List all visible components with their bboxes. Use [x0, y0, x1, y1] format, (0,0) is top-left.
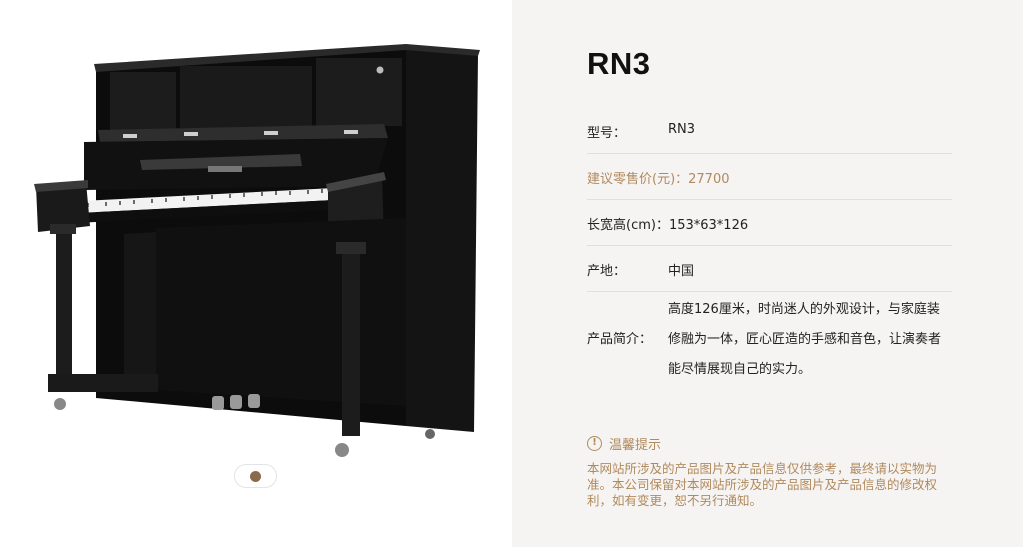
price-row: 建议零售价(元)：27700 — [587, 154, 952, 200]
slide-pagination — [234, 464, 277, 488]
model-value: RN3 — [668, 122, 696, 137]
slide-dot-active[interactable] — [250, 470, 261, 482]
product-gallery — [34, 44, 480, 488]
dimensions: 长宽高(cm)：153*63*126 — [587, 218, 749, 233]
model-row: 型号： RN3 — [587, 108, 952, 154]
model-label: 型号： — [587, 126, 627, 141]
intro-text: 高度126厘米，时尚迷人的外观设计，与家庭装修融为一体，匠心匠造的手感和音色，让… — [668, 302, 942, 377]
intro-label: 产品简介： — [587, 332, 653, 347]
dimensions-row: 长宽高(cm)：153*63*126 — [587, 200, 952, 246]
notice-title: 温馨提示 — [609, 437, 662, 453]
origin-row: 产地： 中国 — [587, 246, 952, 292]
product-intro: 产品简介： 高度126厘米，时尚迷人的外观设计，与家庭装修融为一体，匠心匠造的手… — [587, 292, 952, 382]
origin-value: 中国 — [668, 264, 695, 279]
origin-label: 产地： — [587, 264, 627, 279]
product-title: RN3 — [587, 46, 651, 81]
notice-text: 本网站所涉及的产品图片及产品信息仅供参考，最终请以实物为准。本公司保留对本网站所… — [587, 461, 938, 508]
piano-image — [34, 44, 480, 457]
warm-notice: ! 温馨提示 本网站所涉及的产品图片及产品信息仅供参考，最终请以实物为准。本公司… — [587, 434, 957, 509]
notice-header: ! 温馨提示 — [587, 434, 957, 453]
exclamation-circle-icon: ! — [587, 435, 602, 451]
retail-price: 建议零售价(元)：27700 — [587, 172, 730, 187]
product-info-panel: RN3 型号： RN3 建议零售价(元)：27700 长宽高(cm)：153*6… — [512, 0, 1023, 547]
